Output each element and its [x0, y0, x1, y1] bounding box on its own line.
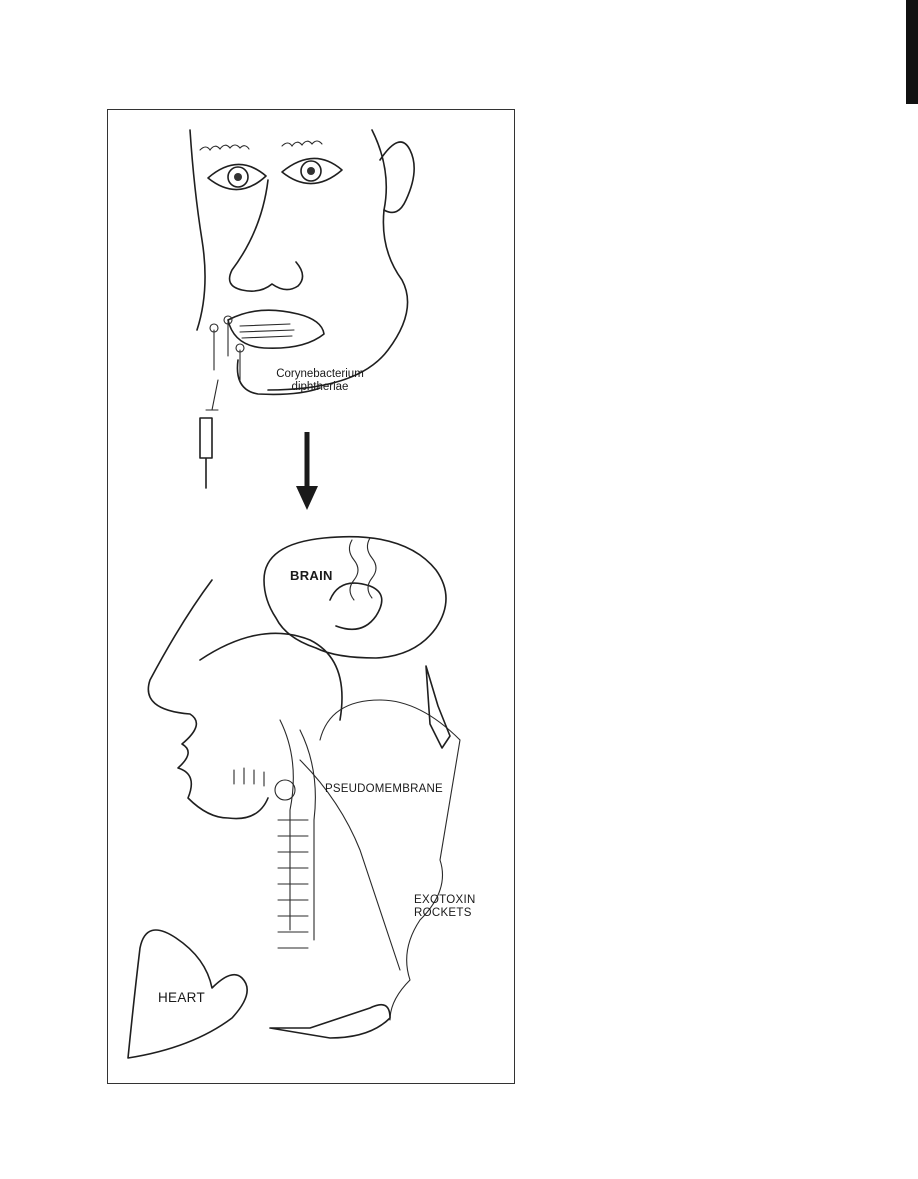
face-right-outline: [267, 129, 409, 391]
ear: [379, 141, 415, 214]
left-eye: [207, 163, 267, 191]
brain-label: BRAIN: [290, 568, 333, 583]
lower-rocket: [269, 1003, 391, 1039]
face-left-outline: [189, 129, 206, 331]
exotoxin-label-line1: EXOTOXIN: [414, 894, 476, 906]
mouth: [227, 309, 325, 350]
heart-drawing: [127, 929, 248, 1059]
figure-frame: [107, 109, 515, 1084]
heart-label: HEART: [158, 990, 206, 1005]
bacterium-label-line1: Corynebacterium: [276, 368, 364, 380]
upper-rocket: [425, 665, 451, 749]
nose: [228, 179, 304, 292]
exotoxin-label: EXOTOXIN ROCKETS: [414, 894, 476, 920]
head-profile: [147, 579, 343, 949]
exotoxin-label-line2: ROCKETS: [414, 907, 472, 920]
tongue-hatch: [239, 323, 295, 339]
right-eye: [281, 157, 343, 185]
face-drawing: [189, 129, 415, 489]
bacterium-label: Corynebacterium diphtheriae: [266, 368, 374, 394]
bacteria-cluster: [205, 321, 241, 411]
left-eyebrow: [199, 144, 250, 151]
pseudomembrane-label: PSEUDOMEMBRANE: [325, 783, 443, 795]
exotoxin-path: [269, 665, 461, 1039]
down-arrow: [296, 432, 318, 510]
toxin-wave: [319, 699, 461, 1021]
bacterium-label-line2: diphtheriae: [291, 381, 349, 394]
brain-drawing: [263, 535, 447, 659]
chin: [236, 359, 321, 396]
page-edge-tab: [906, 0, 918, 104]
small-rocket: [199, 417, 213, 489]
right-eyebrow: [281, 140, 323, 147]
